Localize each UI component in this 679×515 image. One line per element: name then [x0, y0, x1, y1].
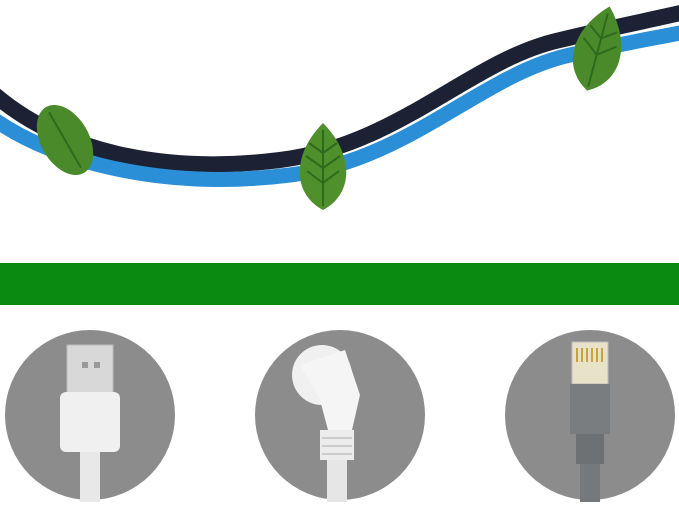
green-band: [0, 263, 679, 305]
ethernet-plug-icon: [505, 330, 675, 502]
usb-plug-icon: [5, 330, 175, 502]
leaf-clip: [572, 6, 622, 91]
leaf-clip: [36, 104, 94, 176]
leaf-clip: [299, 123, 347, 210]
power-plug-icon: [255, 330, 425, 502]
